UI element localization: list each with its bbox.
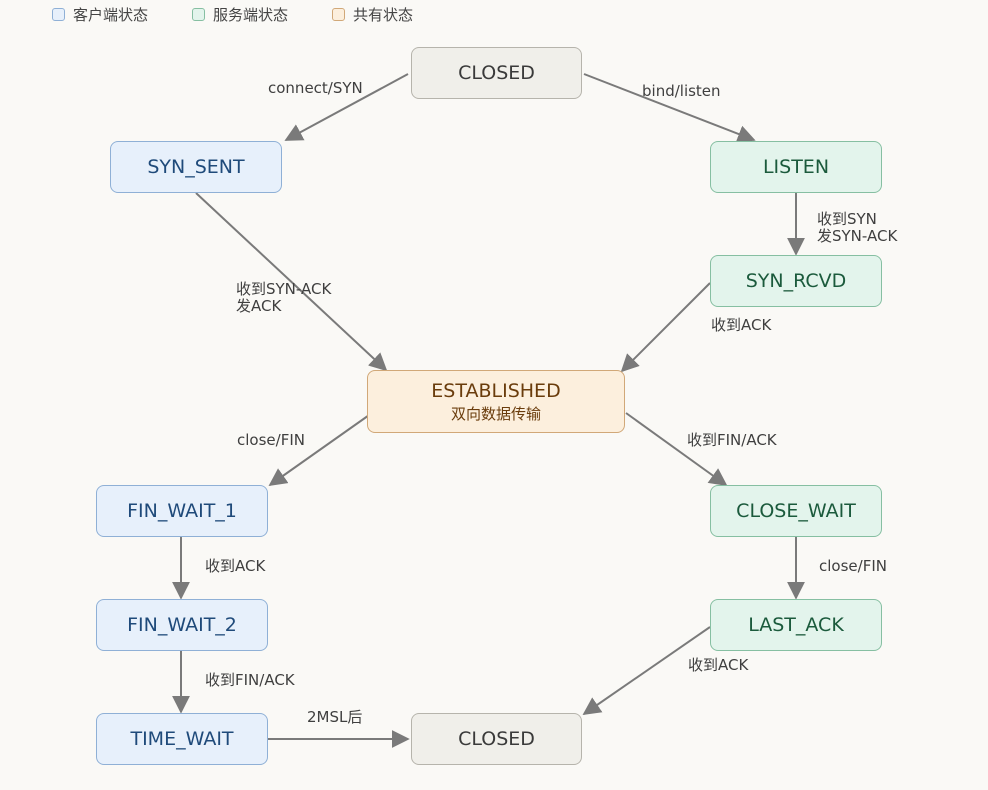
- state-syn-sent-label: SYN_SENT: [147, 155, 245, 178]
- state-closed-top-label: CLOSED: [458, 61, 535, 84]
- state-time-wait-label: TIME_WAIT: [130, 727, 234, 750]
- edge-established-to-close-wait: [625, 412, 728, 487]
- edge-established-to-fin-wait-1: [268, 412, 373, 487]
- state-listen: LISTEN: [710, 141, 882, 193]
- legend-client-swatch: [52, 8, 65, 21]
- state-last-ack: LAST_ACK: [710, 599, 882, 651]
- state-closed-bottom-label: CLOSED: [458, 727, 535, 750]
- state-fin-wait-2: FIN_WAIT_2: [96, 599, 268, 651]
- edge-label-recv-synack-line2: 发ACK: [236, 297, 282, 316]
- legend-client-label: 客户端状态: [73, 6, 149, 24]
- state-syn-rcvd-label: SYN_RCVD: [745, 269, 847, 292]
- edge-label-two-msl: 2MSL后: [307, 708, 363, 726]
- state-close-wait: CLOSE_WAIT: [710, 485, 882, 537]
- state-closed-top: CLOSED: [411, 47, 582, 99]
- edge-label-recv-synack-line1: 收到SYN-ACK: [236, 280, 332, 298]
- edge-label-bind: bind/listen: [642, 82, 721, 100]
- edge-label-close-fin-client: close/FIN: [237, 431, 305, 449]
- state-syn-sent: SYN_SENT: [110, 141, 282, 193]
- edge-syn-rcvd-to-established: [620, 282, 711, 373]
- legend: 客户端状态 服务端状态 共有状态: [52, 4, 413, 25]
- legend-shared-label: 共有状态: [353, 6, 414, 24]
- edge-last-ack-to-closed: [582, 626, 711, 716]
- edge-label-recv-syn-line1: 收到SYN: [817, 210, 877, 228]
- edge-label-recv-synack: 收到SYN-ACK 发ACK: [236, 280, 332, 316]
- legend-server-swatch: [192, 8, 206, 21]
- edge-label-synrcvd-ack: 收到ACK: [711, 316, 772, 334]
- state-fin-wait-1: FIN_WAIT_1: [96, 485, 268, 537]
- state-fin-wait-1-label: FIN_WAIT_1: [127, 499, 237, 522]
- legend-server: 服务端状态: [192, 4, 288, 25]
- edge-label-connect: connect/SYN: [268, 79, 363, 97]
- edge-label-lastack-ack: 收到ACK: [688, 656, 749, 674]
- legend-client: 客户端状态: [52, 4, 148, 25]
- edge-label-recv-fin-ack-server: 收到FIN/ACK: [687, 431, 777, 449]
- state-syn-rcvd: SYN_RCVD: [710, 255, 882, 307]
- legend-shared-swatch: [332, 8, 346, 21]
- state-established: ESTABLISHED 双向数据传输: [367, 370, 625, 433]
- state-established-label: ESTABLISHED: [431, 380, 561, 403]
- edge-label-close-fin-server: close/FIN: [819, 557, 887, 575]
- state-established-sub: 双向数据传输: [450, 404, 541, 423]
- edge-label-recv-syn-line2: 发SYN-ACK: [817, 227, 898, 246]
- edge-closed-to-listen: [583, 73, 756, 143]
- state-last-ack-label: LAST_ACK: [748, 613, 844, 636]
- state-listen-label: LISTEN: [762, 155, 830, 178]
- state-fin-wait-2-label: FIN_WAIT_2: [127, 613, 237, 636]
- edge-label-recv-syn: 收到SYN 发SYN-ACK: [817, 210, 898, 246]
- edge-closed-to-syn-sent: [284, 73, 409, 141]
- edge-syn-sent-to-established: [195, 192, 388, 372]
- edge-label-fw1-ack: 收到ACK: [205, 557, 266, 575]
- state-close-wait-label: CLOSE_WAIT: [736, 499, 856, 522]
- state-closed-bottom: CLOSED: [411, 713, 582, 765]
- edge-label-fw2-finack: 收到FIN/ACK: [205, 671, 295, 689]
- legend-shared: 共有状态: [332, 4, 413, 25]
- legend-server-label: 服务端状态: [213, 6, 289, 24]
- state-time-wait: TIME_WAIT: [96, 713, 268, 765]
